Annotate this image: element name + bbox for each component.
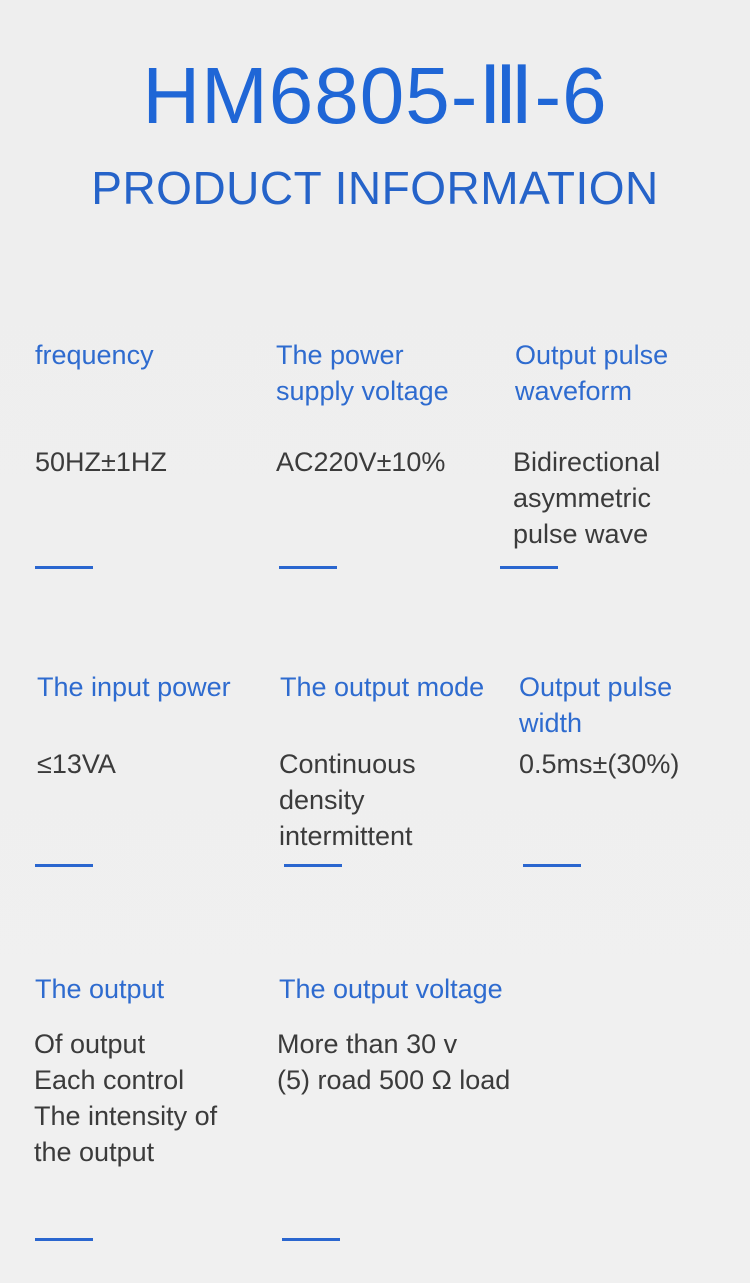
spec-label: frequency [35,340,154,370]
spec-input-power: The input power ≤13VA [37,669,277,779]
spec-output-voltage: The output voltage More than 30 v (5) ro… [277,971,579,1095]
spec-value: Of output Each control The intensity of … [34,1029,218,1167]
spec-label: The power supply voltage [276,340,449,406]
product-information-heading: PRODUCT INFORMATION [91,162,659,214]
divider-line [35,1238,93,1241]
divider-line [35,864,93,867]
spec-value: ≤13VA [37,749,116,779]
divider-line [279,566,337,569]
model-title: HM6805-Ⅲ-6 [142,51,608,140]
divider-line [500,566,558,569]
divider-line [284,864,342,867]
spec-value: AC220V±10% [276,447,446,477]
spec-label: The output mode [280,672,485,702]
divider-line [282,1238,340,1241]
spec-label: Output pulse waveform [515,340,669,406]
spec-value: More than 30 v (5) road 500 Ω load [277,1029,511,1095]
divider-line [35,566,93,569]
spec-label: Output pulse width [519,672,673,738]
spec-power-supply-voltage: The power supply voltage AC220V±10% [276,337,516,477]
divider-line [523,864,581,867]
spec-value: Bidirectional asymmetric pulse wave [513,447,661,549]
spec-value: 0.5ms±(30%) [519,749,680,779]
spec-value: Continuous density intermittent [279,749,416,851]
spec-the-output: The output Of output Each control The in… [34,971,275,1167]
spec-label: The output [35,974,165,1004]
spec-label: The input power [37,672,231,702]
spec-output-pulse-waveform: Output pulse waveform Bidirectional asym… [513,337,745,549]
spec-output-pulse-width: Output pulse width 0.5ms±(30%) [519,669,745,779]
spec-frequency: frequency 50HZ±1HZ [35,337,275,477]
spec-label: The output voltage [279,974,503,1004]
spec-output-mode: The output mode Continuous density inter… [279,669,520,851]
spec-value: 50HZ±1HZ [35,447,167,477]
